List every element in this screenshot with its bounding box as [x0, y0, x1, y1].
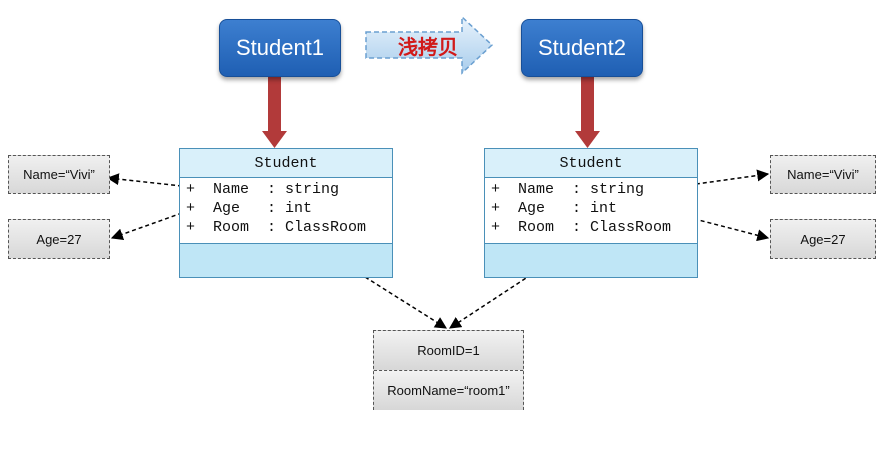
- classroom-object: RoomID=1 RoomName=“room1”: [373, 330, 524, 410]
- student2-object: Student2: [521, 19, 643, 77]
- room-name: RoomName=“room1”: [374, 371, 523, 410]
- student-class-left: Student + Name : string + Age : int + Ro…: [179, 148, 393, 278]
- student1-object: Student1: [219, 19, 341, 77]
- value-name-left: Name=“Vivi”: [8, 155, 110, 194]
- value-name-right: Name=“Vivi”: [770, 155, 876, 194]
- room-id: RoomID=1: [374, 331, 523, 371]
- attr-age: + Age : int: [186, 200, 313, 217]
- link-left-name: [106, 173, 183, 187]
- link-right-age: [659, 209, 770, 242]
- copy-label: 浅拷贝: [398, 34, 458, 59]
- student-class-right: Student + Name : string + Age : int + Ro…: [484, 148, 698, 278]
- value-age-right: Age=27: [770, 219, 876, 259]
- value-age-left: Age=27: [8, 219, 110, 259]
- class-attributes: + Name : string + Age : int + Room : Cla…: [180, 178, 392, 244]
- link-left-age: [110, 212, 183, 241]
- attr-room: + Room : ClassRoom: [491, 219, 672, 236]
- attr-name: + Name : string: [186, 181, 340, 198]
- copy-arrow: [365, 15, 494, 75]
- class-attributes: + Name : string + Age : int + Room : Cla…: [485, 178, 697, 244]
- attr-age: + Age : int: [491, 200, 618, 217]
- class-operations: [485, 244, 697, 277]
- class-title: Student: [485, 149, 697, 178]
- ref-arrow-left-shaft: [268, 75, 281, 133]
- ref-arrow-left-head: [262, 131, 287, 148]
- ref-arrow-right-head: [575, 131, 600, 148]
- class-title: Student: [180, 149, 392, 178]
- class-operations: [180, 244, 392, 277]
- attr-name: + Name : string: [491, 181, 645, 198]
- ref-arrow-right-shaft: [581, 75, 594, 133]
- attr-room: + Room : ClassRoom: [186, 219, 367, 236]
